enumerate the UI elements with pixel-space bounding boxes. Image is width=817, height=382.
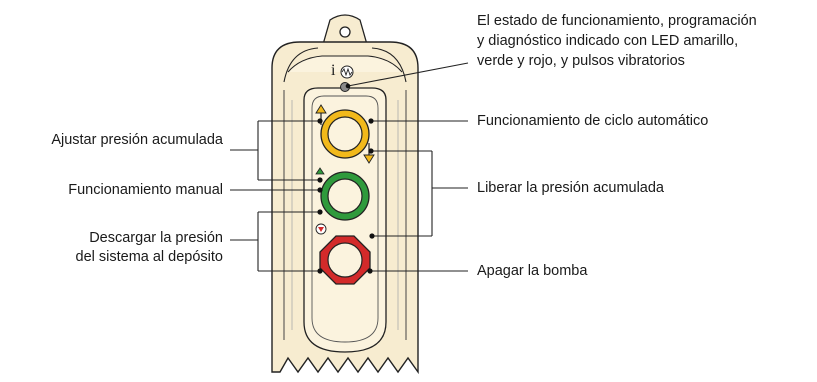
callout-discharge-line-1: Descargar la presión bbox=[89, 230, 223, 246]
pump-off-button[interactable] bbox=[315, 223, 371, 285]
leader-lines bbox=[230, 62, 469, 272]
callout-adjust-pressure: Ajustar presión acumulada bbox=[51, 132, 223, 148]
arrow-up-icon bbox=[315, 104, 327, 114]
callout-status-line-1: El estado de funcionamiento, programació… bbox=[477, 13, 757, 29]
callout-manual: Funcionamiento manual bbox=[68, 182, 223, 198]
callout-discharge-line-2: del sistema al depósito bbox=[75, 249, 224, 265]
auto-cycle-button[interactable] bbox=[315, 104, 375, 164]
arrow-down-icon bbox=[363, 154, 375, 164]
leader-dots bbox=[317, 83, 375, 274]
status-led-group bbox=[340, 65, 354, 92]
callout-auto-cycle: Funcionamiento de ciclo automático bbox=[477, 113, 709, 129]
arrow-up-icon bbox=[315, 167, 325, 175]
callout-release-pressure: Liberar la presión acumulada bbox=[477, 180, 664, 196]
callout-pump-off: Apagar la bomba bbox=[477, 263, 588, 279]
manual-button[interactable] bbox=[315, 167, 370, 221]
arrow-down-icon bbox=[318, 227, 324, 232]
callout-status-line-3: verde y rojo, y pulsos vibratorios bbox=[477, 53, 685, 69]
hanging-tab bbox=[321, 14, 369, 49]
info-symbol: i bbox=[331, 62, 336, 79]
callout-status-line-2: y diagnóstico indicado con LED amarillo, bbox=[477, 33, 739, 49]
